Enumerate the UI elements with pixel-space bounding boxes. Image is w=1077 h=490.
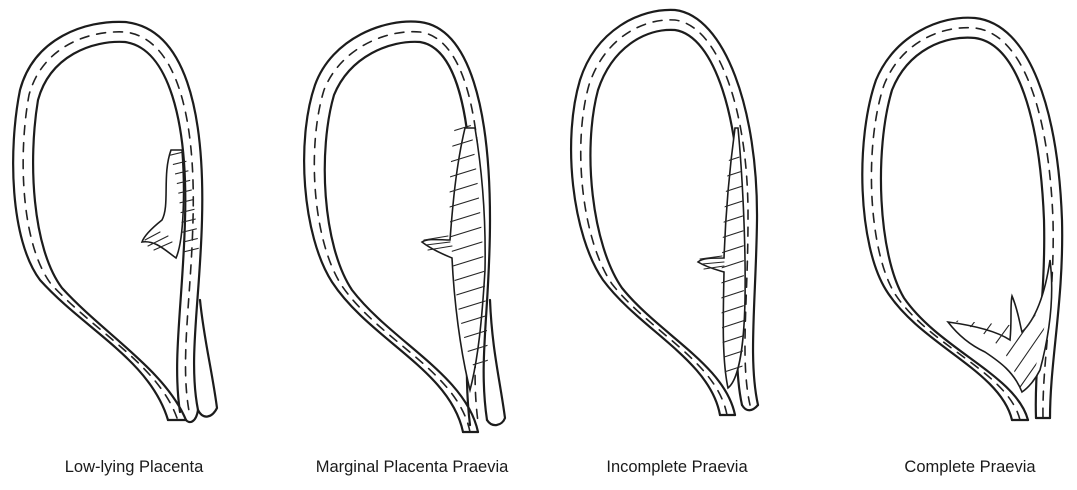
caption-low-lying: Low-lying Placenta [65,458,204,477]
uterus-diagram-low-lying [13,22,217,422]
caption-marginal: Marginal Placenta Praevia [316,458,509,477]
caption-incomplete: Incomplete Praevia [606,458,747,477]
caption-complete: Complete Praevia [904,458,1035,477]
uterus-diagram-marginal [304,22,505,432]
uterus-diagram-complete [862,18,1062,420]
uterus-diagram-incomplete [571,10,758,415]
